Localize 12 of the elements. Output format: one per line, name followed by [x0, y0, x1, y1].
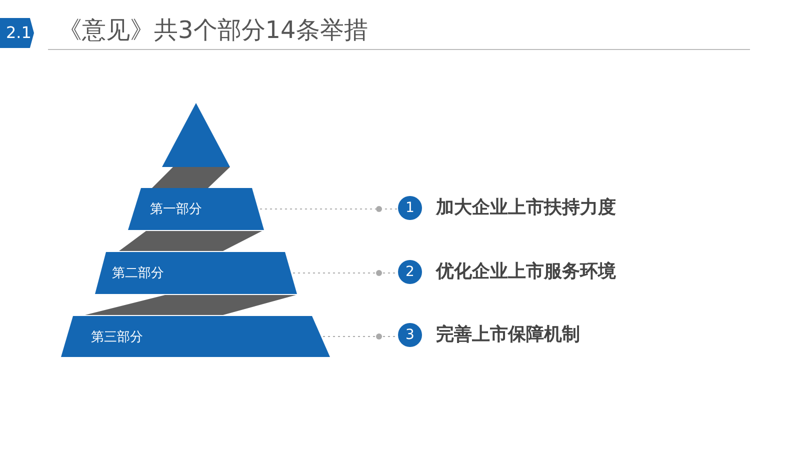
slide-title: 《意见》共3个部分14条举措	[58, 15, 368, 46]
number-badge: 2	[398, 260, 422, 284]
measure-text: 加大企业上市扶持力度	[436, 196, 616, 219]
tier-label: 第二部分	[112, 265, 164, 282]
measure-text: 完善上市保障机制	[436, 323, 580, 346]
number-badge: 1	[398, 196, 422, 220]
number-badge: 3	[398, 323, 422, 347]
section-number: 2.1	[0, 18, 34, 48]
tier-label: 第三部分	[91, 328, 143, 346]
dotted-connector	[260, 206, 398, 212]
measure-text: 优化企业上市服务环境	[436, 260, 616, 283]
tier-label: 第一部分	[150, 201, 202, 218]
